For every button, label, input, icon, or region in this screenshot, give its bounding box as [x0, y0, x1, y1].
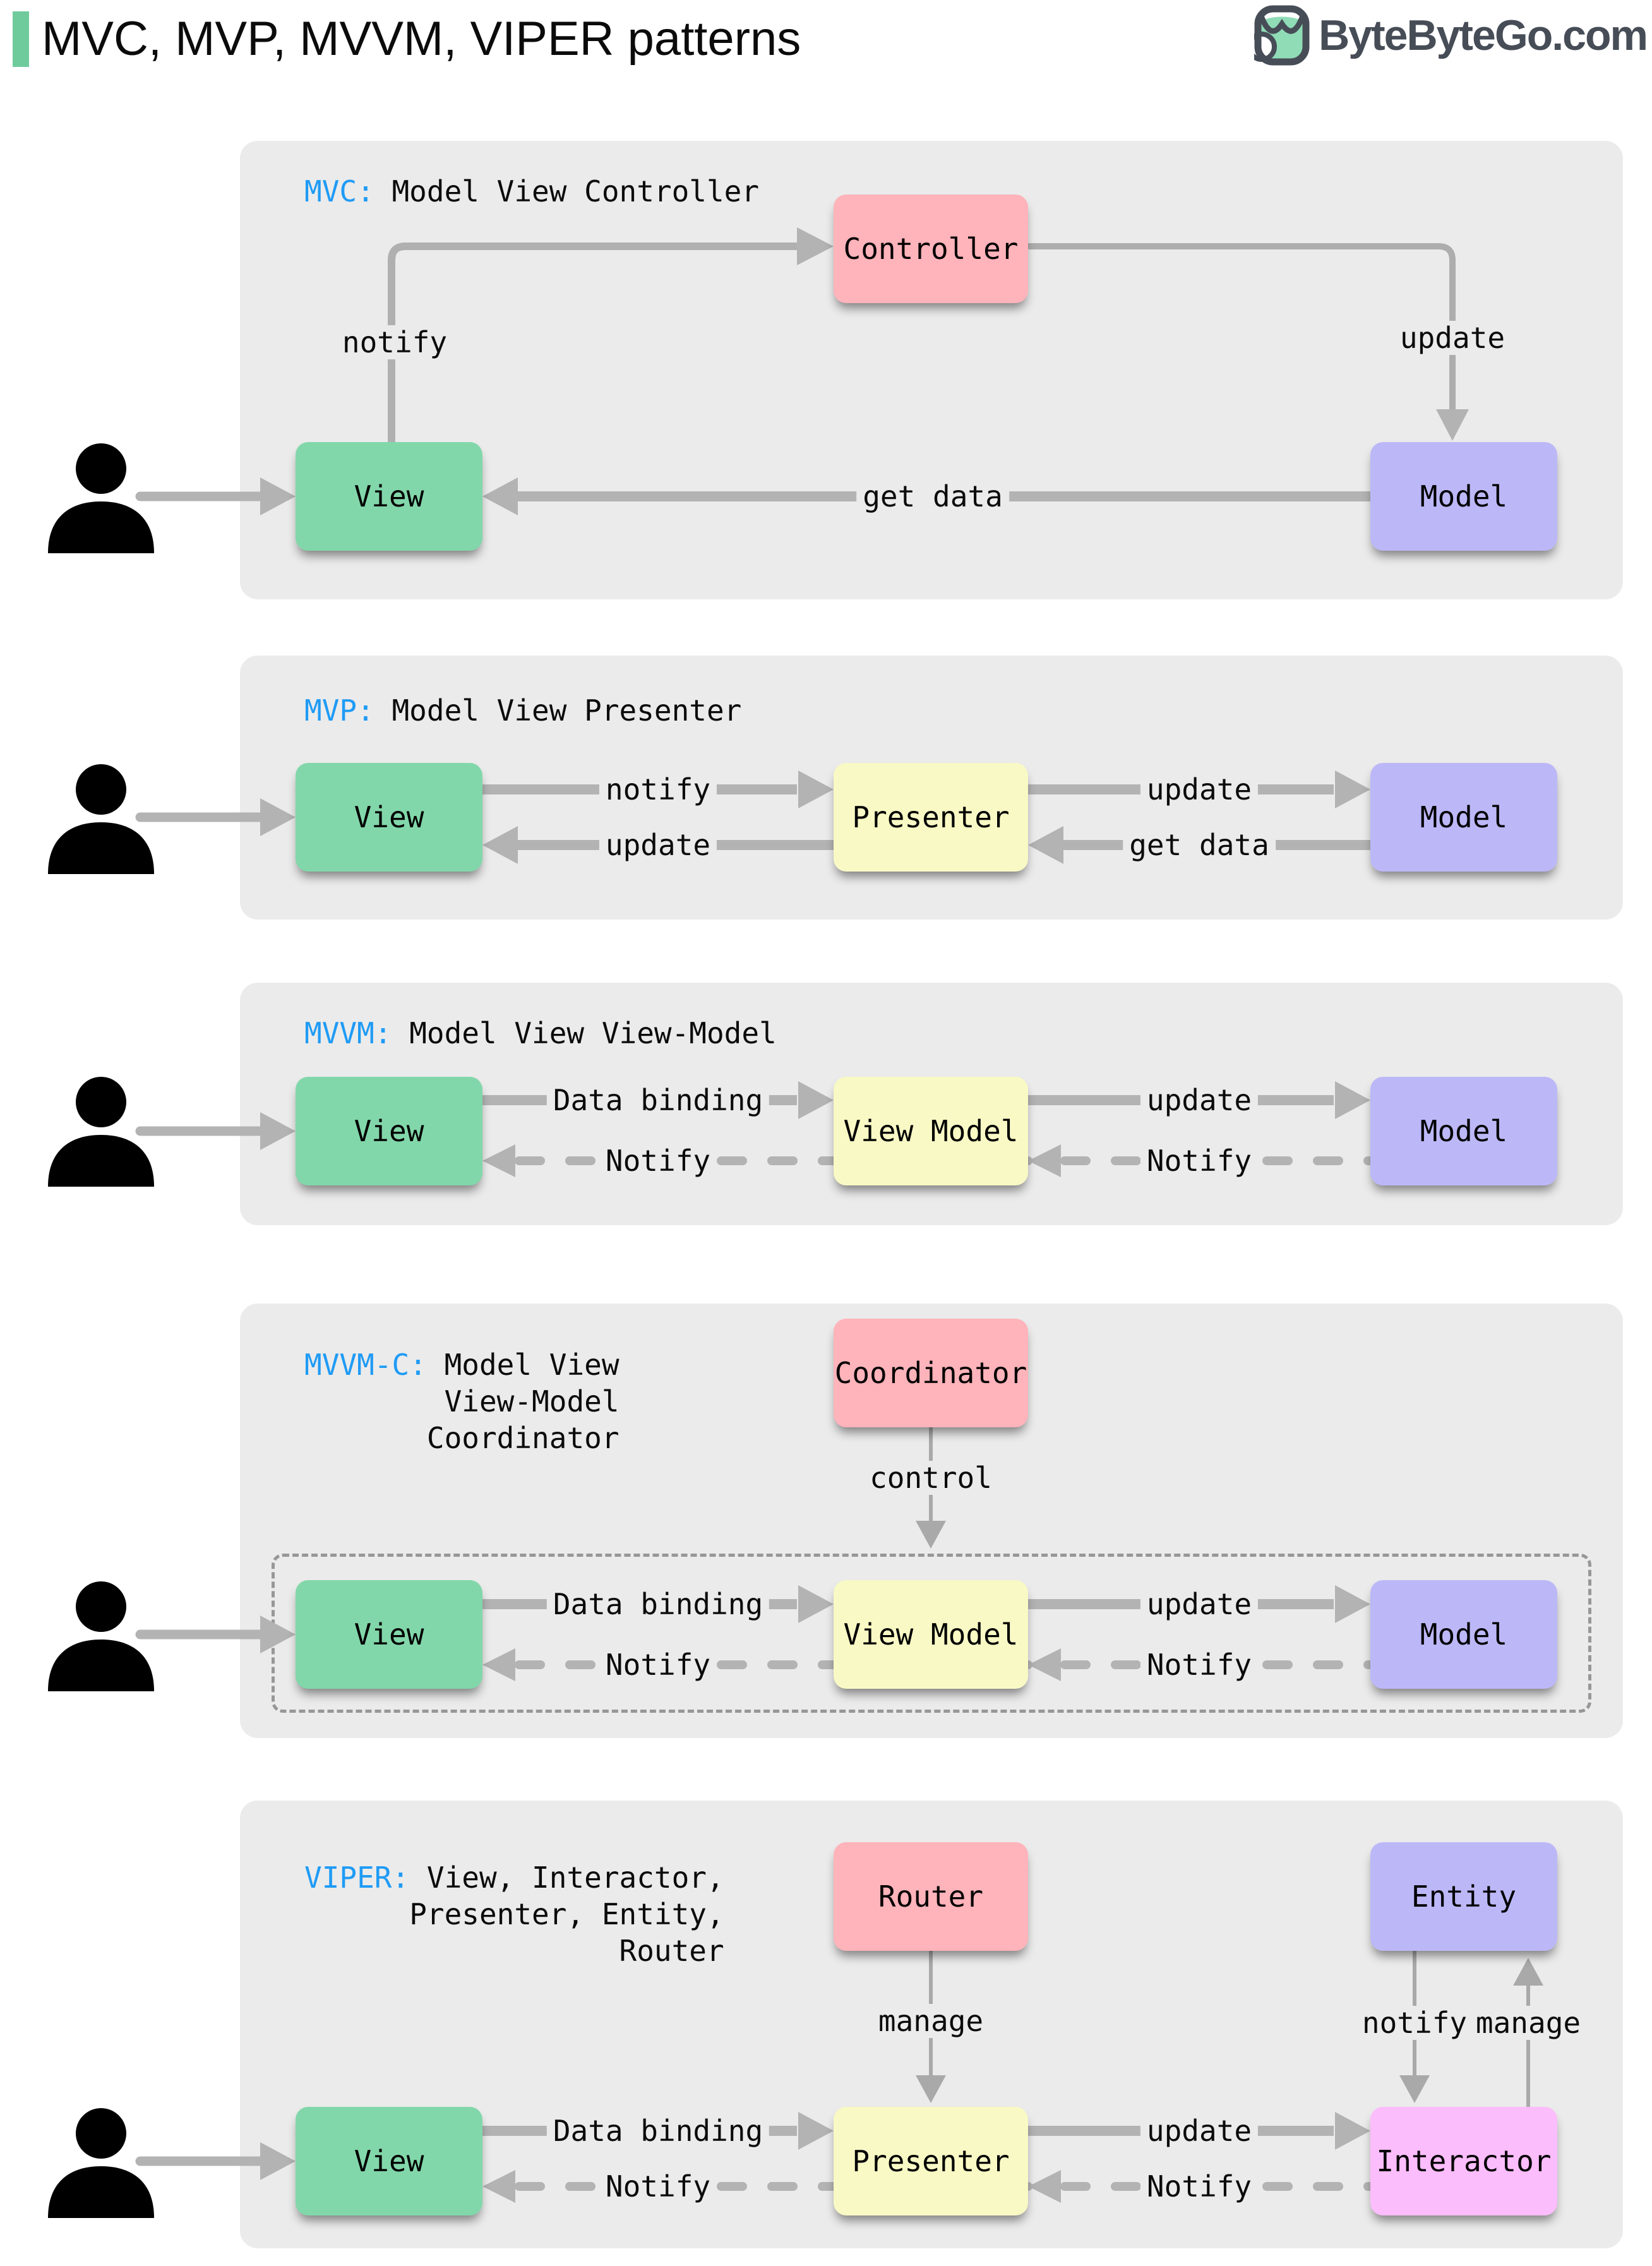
mvvm-view-box: View [296, 1077, 482, 1185]
mvc-update-label: update [1393, 321, 1512, 355]
mvc-header: MVC: Model View Controller [304, 173, 759, 210]
mvp-view-box: View [296, 763, 482, 872]
viper-notify-view-label: Notify [599, 2169, 717, 2203]
viper-user-arrow [135, 2142, 296, 2180]
mvc-title: Model View Controller [392, 174, 760, 208]
mvp-notify-label: notify [599, 772, 717, 806]
page-title: MVC, MVP, MVVM, VIPER patterns [42, 12, 801, 66]
mvp-tag: MVP: [304, 693, 374, 728]
brand-text: ByteByteGo.com [1319, 11, 1648, 59]
mvc-user-arrow [135, 477, 296, 515]
viper-entity-box: Entity [1370, 1842, 1557, 1951]
mvc-notify-arrow [388, 227, 834, 442]
mvc-update-arrow [1028, 243, 1469, 441]
viper-notify-presenter-label: Notify [1140, 2169, 1259, 2203]
mvp-model-box: Model [1370, 763, 1557, 872]
mvvm-data-binding-label: Data binding [546, 1083, 770, 1117]
mvvm-c-title-1: Model View [444, 1348, 620, 1382]
mvvm-model-box: Model [1370, 1077, 1557, 1185]
viper-title-2: Presenter, Entity, [409, 1897, 724, 1931]
mvvm-title: Model View View-Model [409, 1016, 777, 1050]
mvc-controller-box: Controller [834, 195, 1028, 303]
bytebytego-owl-icon [1254, 5, 1310, 66]
mvvm-c-header: MVVM-C: Model View View-Model Coordinato… [304, 1346, 620, 1456]
viper-presenter-box: Presenter [834, 2107, 1028, 2215]
mvvm-notify-vm-label: Notify [1140, 1144, 1259, 1178]
mvvm-user-arrow [135, 1112, 296, 1150]
viper-manage-router-label: manage [871, 2004, 990, 2038]
mvp-get-data-label: get data [1123, 828, 1276, 862]
viper-interactor-box: Interactor [1370, 2107, 1557, 2215]
mvvm-c-title-3: Coordinator [426, 1421, 620, 1455]
mvvm-c-control-label: control [863, 1461, 998, 1495]
mvvm-view-model-box: View Model [834, 1077, 1028, 1185]
mvvm-c-tag: MVVM-C: [304, 1348, 427, 1382]
viper-update-label: update [1140, 2114, 1259, 2148]
user-silhouette-icon [48, 2108, 154, 2218]
viper-header-line-1: VIPER: View, Interactor, [304, 1859, 724, 1896]
viper-router-box: Router [834, 1842, 1028, 1951]
mvc-get-data-label: get data [856, 479, 1009, 513]
mvvm-c-data-binding-label: Data binding [546, 1587, 770, 1621]
viper-data-binding-label: Data binding [546, 2114, 770, 2148]
viper-tag: VIPER: [304, 1861, 410, 1895]
mvvm-c-update-label: update [1140, 1587, 1259, 1621]
mvvm-c-header-line-1: MVVM-C: Model View [304, 1346, 620, 1383]
user-silhouette-icon [48, 764, 154, 874]
mvvm-header: MVVM: Model View View-Model [304, 1015, 777, 1052]
mvvm-c-user-arrow [135, 1616, 296, 1653]
mvvm-c-coordinator-box: Coordinator [834, 1319, 1028, 1427]
mvvm-c-view-box: View [296, 1580, 482, 1689]
mvc-notify-label: notify [335, 325, 454, 359]
user-silhouette-icon [48, 443, 154, 553]
mvvm-c-view-model-box: View Model [834, 1580, 1028, 1689]
mvp-user-arrow [135, 798, 296, 836]
mvvm-update-label: update [1140, 1083, 1259, 1117]
mvvm-c-model-box: Model [1370, 1580, 1557, 1689]
user-silhouette-icon [48, 1581, 154, 1691]
mvp-update-view-label: update [599, 828, 717, 862]
viper-header: VIPER: View, Interactor, Presenter, Enti… [304, 1859, 724, 1969]
brand-logo: ByteByteGo.com [1254, 5, 1648, 66]
mvp-presenter-box: Presenter [834, 763, 1028, 872]
mvvm-notify-view-label: Notify [599, 1144, 717, 1178]
mvvm-c-title-2: View-Model [444, 1384, 620, 1418]
mvvm-tag: MVVM: [304, 1016, 392, 1050]
mvc-tag: MVC: [304, 174, 374, 208]
mvvm-c-notify-vm-label: Notify [1140, 1648, 1259, 1682]
mvp-header: MVP: Model View Presenter [304, 692, 741, 729]
mvvm-c-notify-view-label: Notify [599, 1648, 717, 1682]
viper-notify-entity-label: notify [1360, 2006, 1469, 2040]
mvp-update-model-label: update [1140, 772, 1259, 806]
mvp-title: Model View Presenter [392, 693, 742, 728]
mvc-model-box: Model [1370, 442, 1557, 551]
viper-title-1: View, Interactor, [426, 1861, 724, 1895]
viper-manage-entity-label: manage [1474, 2006, 1583, 2040]
mvc-view-box: View [296, 442, 482, 551]
user-silhouette-icon [48, 1077, 154, 1187]
viper-view-box: View [296, 2107, 482, 2215]
title-accent-bar [13, 11, 29, 67]
viper-title-3: Router [619, 1934, 724, 1968]
